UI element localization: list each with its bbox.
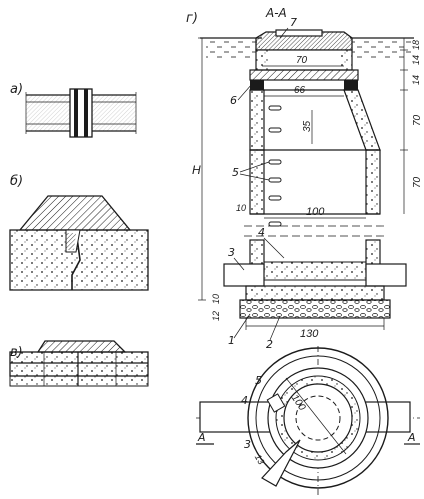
figure-b-label: б) [10,174,23,189]
callout-3: 3 [228,246,235,259]
concrete-base [9,229,149,291]
right-dim-18: 18 [411,40,421,50]
h-label: H [192,163,201,177]
ground-left [206,38,260,58]
figure-a-label: а) [10,82,23,97]
figure-b-joint-section: б) [9,174,149,291]
plan-outer-circle [247,347,389,489]
dim-35: 35 [302,120,313,132]
joint-filler [66,233,76,250]
ladder-rung [268,177,282,183]
leader-6 [237,83,253,101]
cone-inner-right [343,89,367,151]
ladder-rung [268,127,282,133]
outlet-pipe-right [365,263,407,287]
neck-wall-left [256,50,268,70]
left-dim-12: 12 [211,311,221,321]
dim-66: 66 [294,85,306,96]
figure-g-label: г) [186,11,198,26]
callout-5: 5 [232,166,239,179]
dim-10-wall: 10 [236,203,246,213]
ring-upper-wall-left [249,149,265,215]
plan-callout-4: 4 [241,394,248,407]
ladder-rung [268,159,282,165]
figure-g-manhole-section: г) А-А [186,6,423,351]
plan-ladder-bracket [266,393,286,413]
slab-bearing-right [344,80,358,90]
neck-wall-right [340,50,352,70]
dim-130: 130 [300,328,319,340]
leader-4 [263,237,285,259]
gravel-bed [239,299,391,319]
section-mark-right: A [407,431,416,444]
right-dim-70b: 70 [412,176,423,188]
ladder-rung [268,195,282,201]
hatched-cap [18,195,132,231]
figure-a-pipe-joint: а) [10,82,137,138]
leader-3 [233,257,245,271]
ground-right [352,38,412,58]
slab-lower [9,375,149,387]
concrete-base-slab [245,285,385,301]
support-slab [249,69,359,81]
plan-callout-5: 5 [255,374,262,387]
callout-1: 1 [228,334,235,347]
plan-callout-3: 3 [244,438,251,451]
ladder-rung [268,105,282,111]
callout-6: 6 [230,94,237,107]
plan-view: 100 13 A A 5 4 3 [196,346,420,495]
slab-bearing-left [250,80,264,90]
slab-cap [36,340,127,353]
ladder-rung [268,221,282,227]
leader-1 [233,313,251,339]
plan-inlet-branch [261,439,301,487]
right-dim-14b: 14 [411,75,421,85]
coupling-ring-right [84,89,88,137]
right-dim-70a: 70 [412,114,423,126]
right-dim-14a: 14 [411,55,421,65]
plan-dim-13: 13 [253,453,267,467]
leader-5a [239,161,270,173]
plan-dim-100-line [285,377,347,455]
dim-70: 70 [296,55,308,66]
section-title: А-А [265,6,287,20]
callout-4: 4 [258,226,265,239]
leader-7 [279,27,289,39]
leader-5b [239,173,270,181]
callout-2: 2 [266,338,273,351]
manhole-cover [275,29,323,37]
tray-fill [263,261,367,281]
left-dim-10: 10 [211,294,221,304]
plan-circle-2 [255,355,381,481]
section-mark-left: A [197,431,206,444]
joint-line [71,229,81,290]
slab-body [9,351,149,377]
callout-7: 7 [290,16,297,29]
cone-wall-left [249,89,265,151]
dim-100: 100 [306,206,325,218]
coupling-sleeve [69,88,93,138]
cone-wall-right [343,89,381,151]
ring-upper-wall-right [365,149,381,215]
coupling-ring-left [74,89,78,137]
inlet-pipe-left [223,263,265,287]
figure-v-slab-joint: в) [9,340,149,387]
leader-2 [269,315,281,341]
